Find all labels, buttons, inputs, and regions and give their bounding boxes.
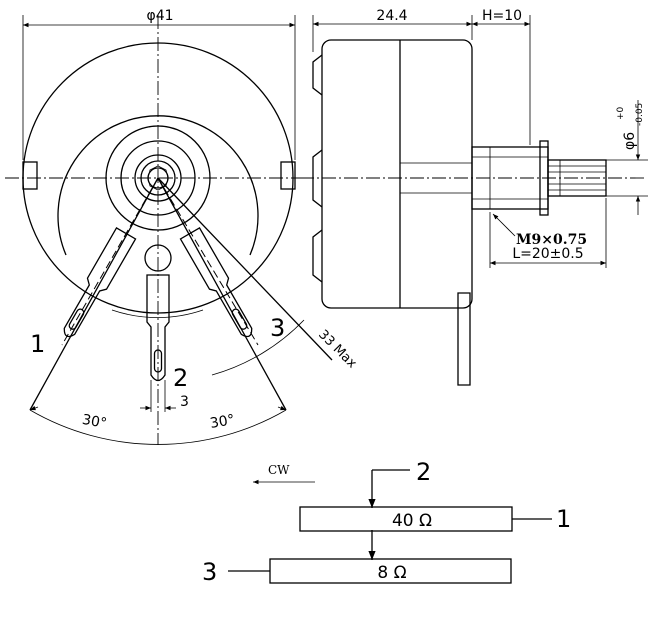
- shaft: [547, 159, 607, 197]
- depth-label: 24.4: [376, 8, 407, 24]
- side-view: 24.4 H=10 φ6 +0 -0.05 M9×0.75 L=20±0.5: [300, 8, 648, 386]
- lower-resistor-value: 8 Ω: [377, 563, 406, 583]
- thread-label: M9×0.75: [516, 232, 587, 248]
- front-view: φ41 3 30° 30° 1 2 3 33 Max: [5, 8, 360, 445]
- diameter-label: φ41: [146, 8, 173, 24]
- max-angle-line: [157, 177, 333, 361]
- left-mounting-slot: [22, 161, 38, 190]
- side-body: [321, 39, 473, 309]
- angle-left-label: 30°: [81, 412, 108, 432]
- shaft-knurl-circle: [140, 160, 176, 196]
- terminal-3: [179, 227, 253, 338]
- terminal-3-number: 3: [270, 314, 285, 342]
- angle-right-label: 30°: [209, 412, 236, 432]
- hub-circle: [105, 125, 211, 231]
- terminal-2-number: 2: [173, 364, 188, 392]
- shaft-length-label: L=20±0.5: [512, 246, 583, 262]
- terminal-3-axis: [157, 177, 259, 346]
- angle-dimension-arc: [29, 409, 287, 445]
- angle-extension-right: [157, 177, 287, 411]
- mounting-tab: [457, 292, 471, 386]
- max-angle-arc: [211, 319, 305, 376]
- locator-hole: [144, 244, 172, 272]
- shaft-tolerance-upper: +0: [616, 106, 626, 120]
- shaft-outer-circle: [134, 154, 182, 202]
- thread-leader: [492, 213, 516, 237]
- terminal-2: [146, 274, 170, 382]
- upper-resistor-terminal: 1: [556, 505, 571, 533]
- terminal-bump-bottom: [312, 229, 323, 283]
- terminal-bump-top: [312, 54, 323, 96]
- shaft-tolerance-lower: -0.05: [635, 103, 645, 126]
- middle-body-arc: [57, 115, 259, 256]
- bushing-circle: [120, 140, 196, 216]
- wiper-terminal-number: 2: [416, 458, 431, 486]
- hub-height-label: H=10: [482, 8, 522, 24]
- cw-label: CW: [268, 463, 290, 477]
- terminal-arc: [111, 309, 204, 318]
- terminal-bump-middle: [312, 149, 323, 208]
- right-mounting-slot: [280, 161, 296, 190]
- lower-resistor-terminal: 3: [202, 558, 217, 586]
- terminal-1-axis: [61, 177, 159, 346]
- wiring-schematic: CW 2 40 Ω 1 8 Ω 3: [202, 458, 571, 586]
- pin-pitch-label: 3: [180, 394, 189, 410]
- terminal-1-number: 1: [30, 330, 45, 358]
- upper-resistor-value: 40 Ω: [392, 511, 432, 531]
- terminal-1: [63, 227, 137, 338]
- shaft-diameter-label: φ6: [622, 132, 638, 150]
- angle-extension-left: [29, 177, 159, 411]
